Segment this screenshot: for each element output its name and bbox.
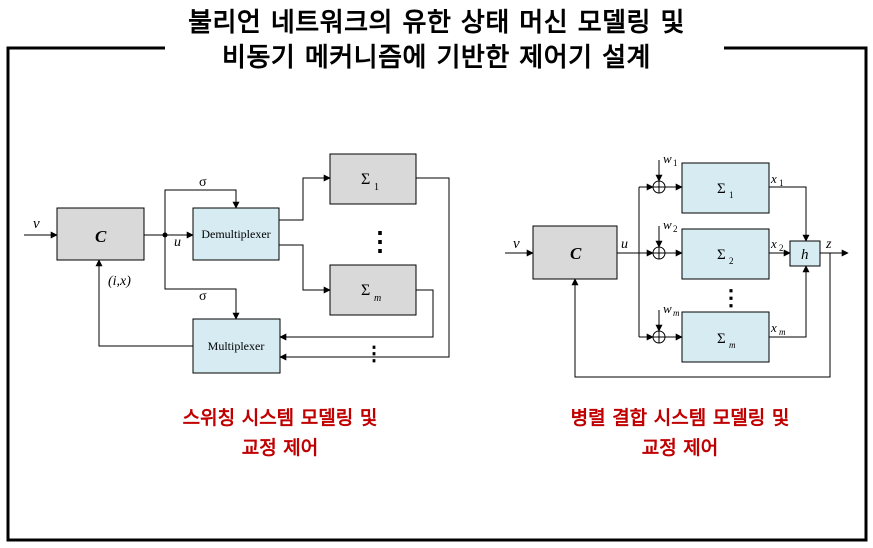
left-control-label: u xyxy=(174,235,181,250)
right-caption-line-1: 병렬 결합 시스템 모델링 및 xyxy=(570,407,790,429)
left-sigma-top: σ xyxy=(199,175,207,190)
x2-label: x xyxy=(770,236,777,251)
right-sysm-sub: m xyxy=(729,340,736,350)
left-sigma1-box xyxy=(329,153,417,205)
title-line-1: 불리언 네트워크의 유한 상태 머신 모델링 및 xyxy=(188,8,685,38)
demux-label: Demultiplexer xyxy=(201,227,270,241)
left-sigma1-sub: 1 xyxy=(374,182,379,193)
h-box xyxy=(789,240,821,267)
right-sys1-sub: 1 xyxy=(729,190,734,200)
x1-sub: 1 xyxy=(779,178,784,188)
x2-sub: 2 xyxy=(779,243,784,253)
right-sys2-box xyxy=(681,228,770,280)
w1-sub: 1 xyxy=(673,158,678,168)
left-feedback-label: (i,x) xyxy=(108,274,131,289)
w1-label: w xyxy=(663,151,672,166)
demux-box xyxy=(192,207,280,261)
left-caption: 스위칭 시스템 모델링 및 교정 제어 xyxy=(120,403,440,463)
left-sigma-bottom: σ xyxy=(199,289,207,304)
right-sys2-sub: 2 xyxy=(729,256,734,266)
left-diagram xyxy=(24,153,450,374)
mux-box xyxy=(192,318,281,374)
x1-label: x xyxy=(770,171,777,186)
right-caption: 병렬 결합 시스템 모델링 및 교정 제어 xyxy=(510,403,850,463)
wm-sub: m xyxy=(673,308,680,318)
left-controller-box xyxy=(56,207,145,261)
left-sigmam-box xyxy=(329,264,417,316)
title-line-2: 비동기 메커니즘에 기반한 제어기 설계 xyxy=(222,43,651,73)
right-diagram xyxy=(505,160,849,378)
mux-label: Multiplexer xyxy=(208,339,265,353)
xm-label: x xyxy=(770,320,777,335)
left-dots-systems: ⋮ xyxy=(367,227,393,256)
right-sys1-symbol: Σ xyxy=(717,181,726,197)
z-label: z xyxy=(825,237,832,252)
left-caption-line-1: 스위칭 시스템 모델링 및 xyxy=(182,407,378,429)
left-input-label: v xyxy=(33,216,40,232)
right-sys1-box xyxy=(681,162,770,214)
right-controller-label: C xyxy=(570,244,582,263)
left-dots-mux: ⋮ xyxy=(364,343,384,365)
right-sys2-symbol: Σ xyxy=(717,247,726,263)
left-sigma1-symbol: Σ xyxy=(361,171,370,188)
wm-label: w xyxy=(663,301,672,316)
left-caption-line-2: 교정 제어 xyxy=(241,437,319,459)
w2-label: w xyxy=(663,217,672,232)
right-caption-line-2: 교정 제어 xyxy=(641,437,719,459)
left-controller-label: C xyxy=(95,227,107,246)
right-dots-systems: ⋮ xyxy=(720,285,742,310)
left-sigmam-sub: m xyxy=(374,293,381,304)
right-input-label: v xyxy=(513,236,520,252)
left-sigmam-symbol: Σ xyxy=(361,282,370,299)
right-control-label: u xyxy=(621,237,628,252)
w2-sub: 2 xyxy=(673,224,678,234)
xm-sub: m xyxy=(779,327,786,337)
slide-frame xyxy=(6,46,868,542)
right-sysm-symbol: Σ xyxy=(717,331,726,347)
h-label: h xyxy=(801,247,809,263)
